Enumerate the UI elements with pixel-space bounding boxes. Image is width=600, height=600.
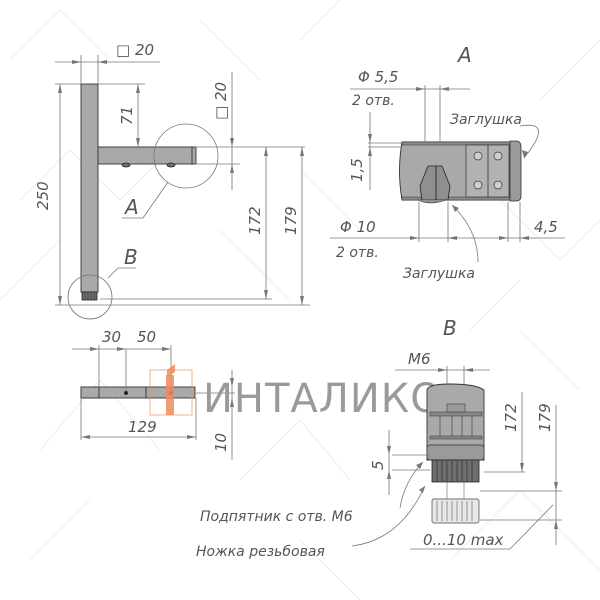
dim-five: 5 xyxy=(369,460,387,470)
vertical-post xyxy=(80,83,99,293)
dim-b-172: 172 xyxy=(502,403,520,432)
label-plug-bottom: Заглушка xyxy=(403,266,475,282)
callout-b: B xyxy=(124,245,138,269)
detail-a: A xyxy=(330,43,565,282)
main-view: □ 20 250 71 □ 20 172 179 A B xyxy=(34,41,310,320)
horizontal-arm xyxy=(97,146,196,165)
dim-thread: M6 xyxy=(408,350,431,368)
label-insert: Подпятник с отв. М6 xyxy=(200,509,353,525)
dim-30: 30 xyxy=(102,328,121,346)
callout-a: A xyxy=(123,195,139,219)
dim-top-width: □ 20 xyxy=(116,41,154,59)
dim-height-total: 250 xyxy=(34,181,52,210)
adjustable-foot xyxy=(81,291,98,301)
dim-wall: 1,5 xyxy=(348,158,366,182)
dim-hole-small-qty: 2 отв. xyxy=(352,93,395,109)
detail-a-title: A xyxy=(456,43,472,67)
foot-housing xyxy=(426,383,485,461)
dim-50: 50 xyxy=(137,328,156,346)
dim-hole-small: Φ 5,5 xyxy=(358,68,398,86)
dim-height-179: 179 xyxy=(282,206,300,235)
dim-length: 129 xyxy=(128,418,157,436)
dim-adjust: 0...10 max xyxy=(423,531,504,549)
dim-height-172: 172 xyxy=(246,206,264,235)
brand-logo: ИНТАЛИКО xyxy=(149,364,443,422)
dim-cap: 4,5 xyxy=(534,218,558,236)
label-plug-top: Заглушка xyxy=(450,112,522,128)
dim-thickness: 10 xyxy=(212,433,230,452)
detail-b-title: B xyxy=(443,316,457,340)
dim-b-179: 179 xyxy=(536,403,554,432)
label-foot: Ножка резьбовая xyxy=(196,544,325,560)
clip-mechanism xyxy=(419,165,451,201)
dim-hole-large: Φ 10 xyxy=(340,218,376,236)
detail-b: B xyxy=(196,316,562,560)
logo-text: ИНТАЛИКО xyxy=(203,376,443,422)
dim-arm-offset: 71 xyxy=(118,106,136,125)
dim-hole-large-qty: 2 отв. xyxy=(336,245,379,261)
end-cap xyxy=(509,140,522,202)
dim-arm-profile: □ 20 xyxy=(212,82,230,120)
